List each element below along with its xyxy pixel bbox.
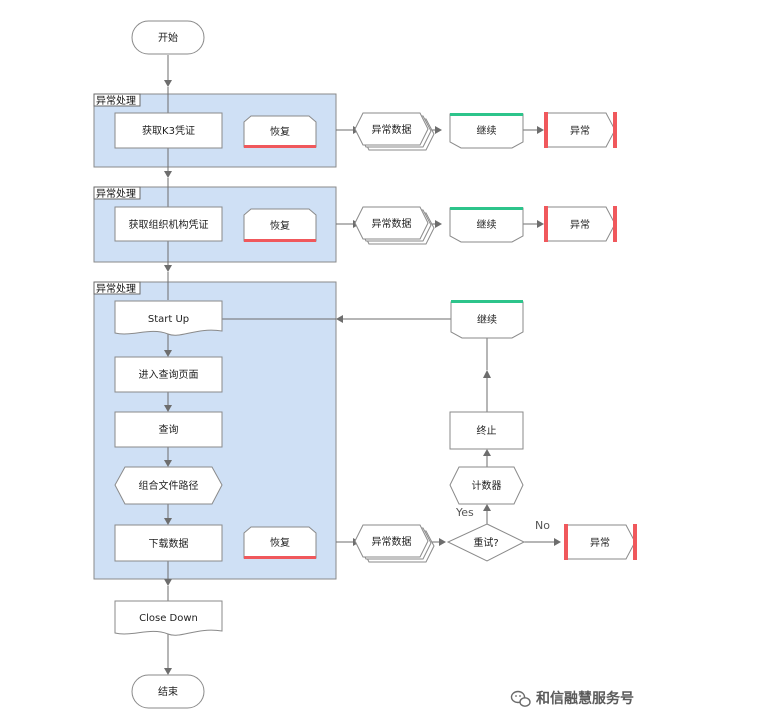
exception-data-3-node[interactable]: 异常数据 (354, 524, 435, 563)
recover-1-label: 恢复 (270, 125, 290, 138)
recover-3-label: 恢复 (270, 536, 290, 549)
retry-decision-label: 重试? (473, 536, 498, 549)
counter-label: 计数器 (472, 479, 502, 492)
wechat-icon (510, 690, 531, 707)
counter-node[interactable]: 计数器 (449, 466, 524, 505)
error-2-label: 异常 (570, 218, 590, 231)
recover-1-node[interactable]: 恢复 (243, 115, 317, 148)
get-org-credential-label: 获取组织机构凭证 (129, 218, 209, 231)
startup-label: Start Up (148, 314, 189, 325)
continue-2-label: 继续 (477, 218, 497, 231)
exception-data-3-label: 异常数据 (372, 535, 412, 548)
get-k3-credential-label: 获取K3凭证 (142, 124, 195, 137)
recover-2-label: 恢复 (270, 219, 290, 232)
get-org-credential-node[interactable]: 获取组织机构凭证 (114, 206, 223, 242)
error-3-label: 异常 (590, 536, 610, 549)
end-node[interactable]: 结束 (131, 674, 205, 709)
combine-path-label: 组合文件路径 (139, 479, 199, 492)
continue-3-node[interactable]: 继续 (450, 300, 524, 339)
continue-2-node[interactable]: 继续 (449, 207, 524, 243)
main-flow-connectors (164, 55, 172, 675)
exception-data-2-node[interactable]: 异常数据 (354, 206, 435, 245)
close-down-node[interactable]: Close Down (114, 600, 223, 636)
group-1-tag-label: 异常处理 (96, 94, 136, 107)
group-2-tag (93, 186, 141, 200)
retry-decision-node[interactable]: 重试? (446, 523, 526, 562)
group-3-tag-label: 异常处理 (96, 282, 136, 295)
exception-data-1-node[interactable]: 异常数据 (354, 112, 435, 151)
error-1-label: 异常 (570, 124, 590, 137)
terminate-node[interactable]: 终止 (449, 411, 524, 450)
yes-label: Yes (455, 506, 474, 519)
continue-3-label: 继续 (477, 313, 497, 326)
exception-data-2-label: 异常数据 (372, 217, 412, 230)
group-1-tag (93, 93, 141, 107)
enter-query-page-label: 进入查询页面 (139, 368, 199, 381)
watermark-text: 和信融慧服务号 (536, 690, 634, 707)
start-node[interactable]: 开始 (131, 20, 205, 55)
recover-3-node[interactable]: 恢复 (243, 526, 317, 559)
recover-2-node[interactable]: 恢复 (243, 208, 317, 242)
terminate-label: 终止 (477, 424, 497, 437)
end-label: 结束 (158, 685, 178, 698)
combine-path-node[interactable]: 组合文件路径 (114, 466, 223, 505)
start-label: 开始 (158, 31, 178, 44)
no-label: No (535, 519, 550, 532)
download-data-label: 下载数据 (149, 537, 189, 550)
error-1-node[interactable]: 异常 (544, 112, 617, 148)
group-2-tag-label: 异常处理 (96, 187, 136, 200)
query-node[interactable]: 查询 (114, 411, 223, 448)
startup-node[interactable]: Start Up (114, 300, 223, 336)
continue-1-node[interactable]: 继续 (449, 113, 524, 149)
close-down-label: Close Down (139, 613, 198, 624)
group-3-tag (93, 281, 141, 295)
exception-data-1-label: 异常数据 (372, 123, 412, 136)
query-label: 查询 (159, 423, 179, 436)
download-data-node[interactable]: 下载数据 (114, 524, 223, 562)
get-k3-credential-node[interactable]: 获取K3凭证 (114, 112, 223, 149)
continue-1-label: 继续 (477, 124, 497, 137)
error-2-node[interactable]: 异常 (544, 206, 617, 242)
error-3-node[interactable]: 异常 (564, 524, 637, 560)
enter-query-page-node[interactable]: 进入查询页面 (114, 356, 223, 393)
group-3-branch-connectors (222, 315, 561, 546)
watermark: 和信融慧服务号 (510, 690, 634, 707)
